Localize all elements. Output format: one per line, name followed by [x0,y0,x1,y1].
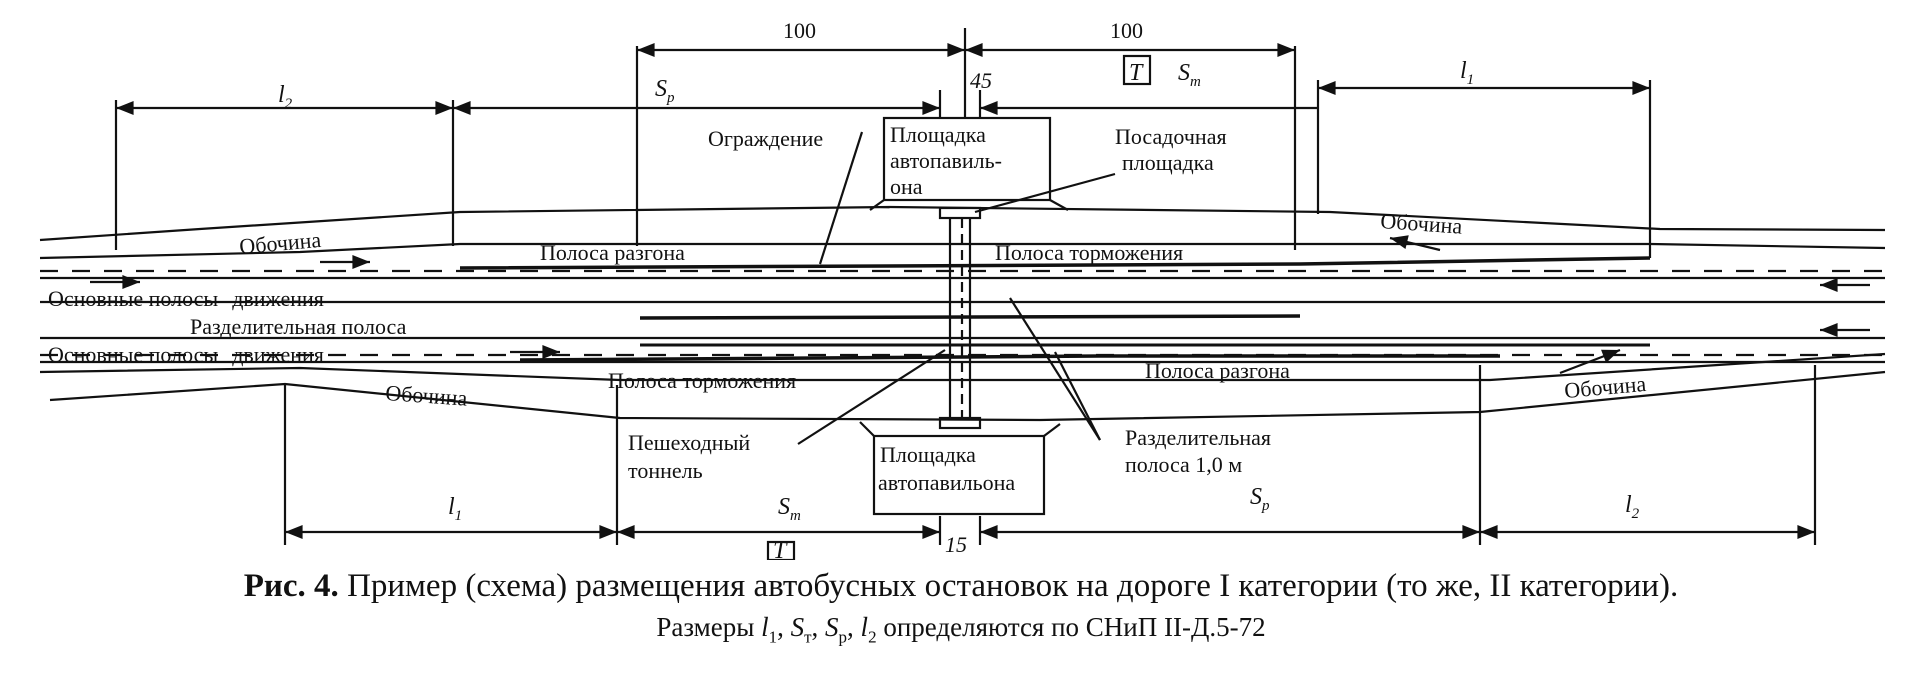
figure-caption-note: Размеры l1, Sт, Sр, l2 определяются по С… [656,612,1266,647]
top-lane-edge [39,242,1886,260]
t-box-top [1122,54,1152,86]
label-decel-bottom: Полоса торможения [608,368,796,393]
bottom-lane-edge [39,352,1886,382]
label-boarding-1: Посадочная [1115,124,1227,149]
figure-caption-text: Пример (схема) размещения автобусных ост… [347,568,1679,604]
figure-caption: Рис. 4. Пример (схема) размещения автобу… [0,568,1922,605]
sym-l1-bottom: l1 [448,494,462,524]
label-shoulder-top-left: Обочина [238,227,322,259]
sym-l2-bottom: l2 [1625,492,1640,522]
t-mark-bottom: T [773,538,788,560]
label-decel-top: Полоса торможения [995,240,1183,265]
label-divider-1: Разделительная [1125,425,1271,450]
dim-100-right-label: 100 [1110,18,1143,43]
label-pavilion-top-2: автопавиль- [890,148,1002,173]
t-mark-top: T [1129,60,1144,86]
top-outer-edge [39,205,1886,242]
dim-45-label: 45 [970,68,992,93]
label-pavilion-bottom-2: автопавильона [878,470,1015,495]
label-pavilion-bottom-1: Площадка [880,442,976,467]
label-tunnel-2: тоннель [628,458,703,483]
dim-100-left-label: 100 [783,18,816,43]
top-boarding-platform [938,206,982,220]
figure-label: Рис. 4. [243,568,339,604]
sym-sp-top: Sp [655,76,675,106]
t-box-bottom [766,540,796,560]
label-tunnel-1: Пешеходный [628,430,750,455]
label-pavilion-top-1: Площадка [890,122,986,147]
sym-l2-top: l2 [278,82,293,112]
top-lane-inner [459,256,1651,270]
label-divider-2: полоса 1,0 м [1125,452,1242,477]
label-shoulder-top-right: Обочина [1380,208,1464,239]
traffic-arrow [1559,348,1621,375]
leader-divider [1009,297,1101,441]
leader-tunnel [797,349,946,445]
bottom-pavilion-stem [859,421,1061,437]
bus-stop-layout-scheme: 100 100 45 15 l2 Sp T Sт l1 l1 Sт T Sp l… [39,18,1886,560]
label-boarding-2: площадка [1122,150,1214,175]
top-pavilion-box [882,116,1052,202]
label-accel-top: Полоса разгона [540,240,685,265]
leader-fence [818,131,864,265]
label-median: Разделительная полоса [190,314,407,339]
leader-divider [1054,351,1101,441]
sym-st-bottom: Sт [778,494,801,524]
label-shoulder-bottom-left: Обочина [385,380,469,411]
sym-st-top: Sт [1178,60,1201,90]
leader-boarding [974,172,1116,214]
label-accel-bottom: Полоса разгона [1145,358,1290,383]
dim-15-label: 15 [945,532,967,557]
sym-sp-bottom: Sp [1250,484,1270,514]
sym-l1-top: l1 [1460,58,1474,88]
traffic-arrow [1389,235,1441,252]
bottom-outer-edge [49,370,1886,422]
bottom-pavilion-box [872,434,1046,516]
top-pavilion-stem [869,199,1069,211]
road-lines [39,28,1886,560]
bottom-lane-inner [519,354,1500,362]
label-pavilion-top-3: она [890,174,923,199]
bottom-boarding-platform [938,416,982,430]
label-fence: Ограждение [708,126,823,151]
label-shoulder-bottom-right: Обочина [1563,371,1647,403]
